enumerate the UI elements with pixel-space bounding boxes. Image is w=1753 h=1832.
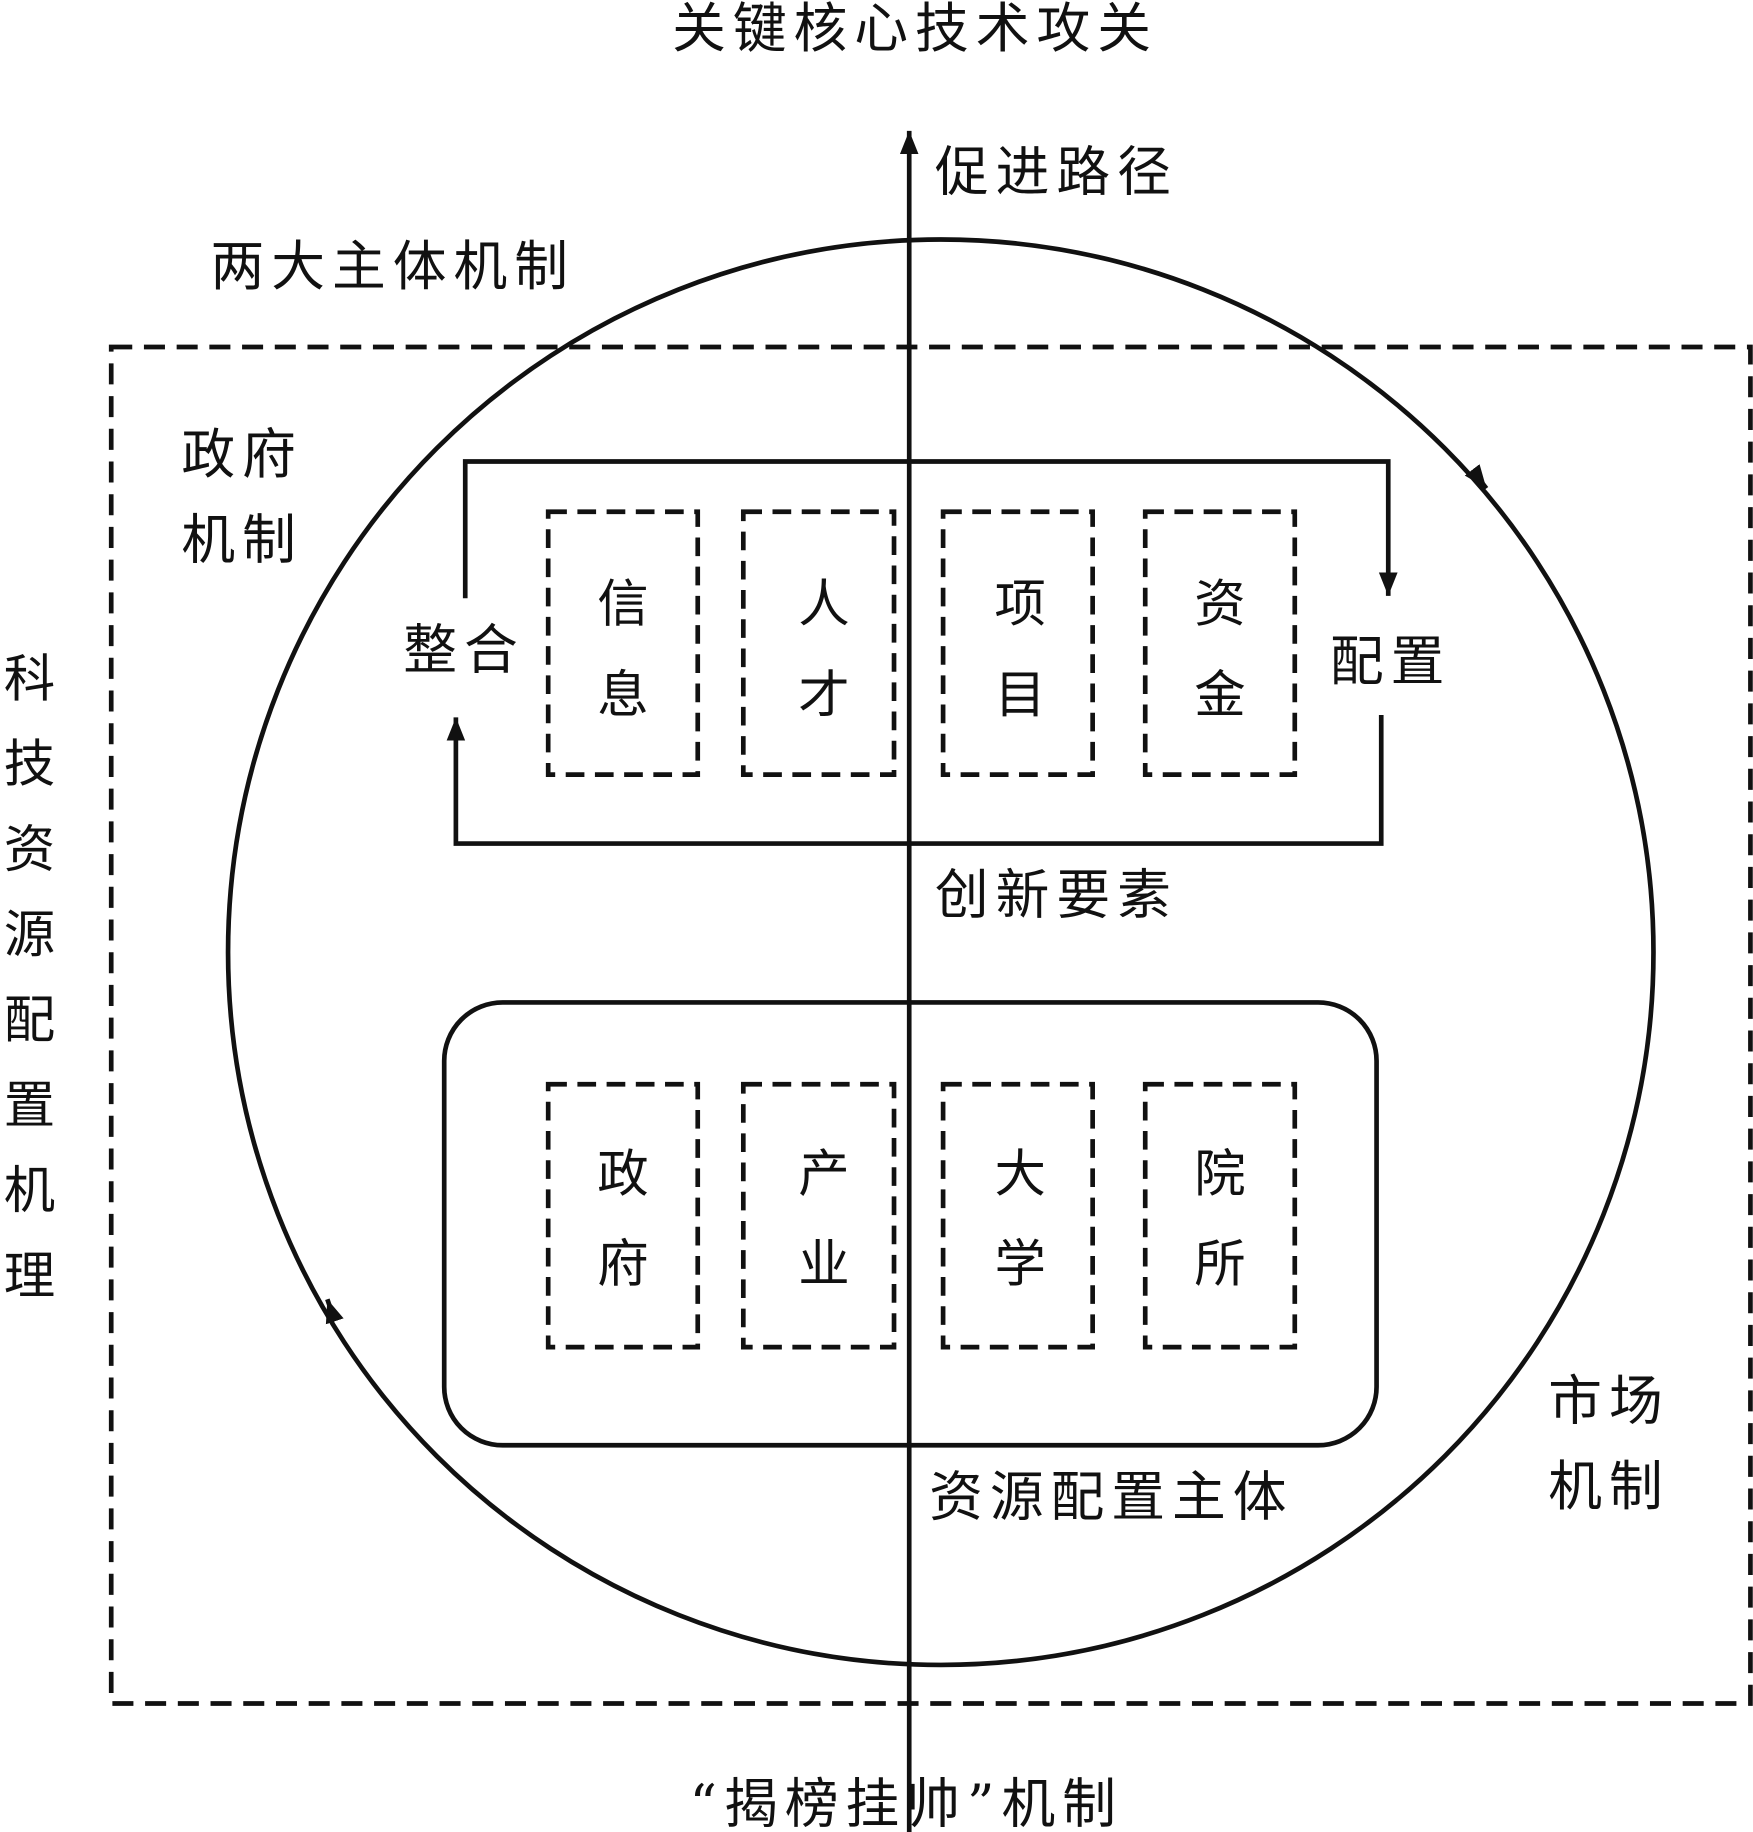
market-mechanism-line1: 市场 — [1548, 1370, 1669, 1433]
left-char: 置 — [4, 1076, 55, 1136]
allocation-subjects — [545, 1081, 1298, 1350]
element-char: 目 — [995, 666, 1046, 726]
allocate-flow-arrow — [462, 459, 1398, 599]
subject-char: 大 — [995, 1145, 1046, 1205]
left-char: 资 — [4, 820, 55, 880]
left-vertical-label: 科 技 资 源 配 置 机 理 — [4, 649, 55, 1306]
left-char: 科 — [4, 649, 55, 709]
circle-arrow-icon — [325, 1298, 344, 1325]
left-char: 理 — [4, 1246, 55, 1306]
two-mechanisms-label: 两大主体机制 — [211, 235, 575, 298]
subject-box-industry — [740, 1081, 897, 1350]
subjects-container — [441, 1000, 1379, 1448]
subjects-label: 资源配置主体 — [929, 1465, 1293, 1528]
gov-mechanism-line1: 政府 — [181, 423, 302, 486]
subject-char: 院 — [1194, 1145, 1245, 1205]
axis-label: 促进路径 — [935, 140, 1178, 203]
subject-char: 政 — [597, 1145, 648, 1205]
subject-char: 所 — [1194, 1235, 1245, 1295]
innovation-elements-label: 创新要素 — [935, 864, 1178, 927]
element-box-capital — [1142, 509, 1298, 777]
element-char: 信 — [597, 575, 648, 635]
subject-box-institute — [1142, 1081, 1298, 1350]
bottom-label: “揭榜挂帅”机制 — [690, 1773, 1123, 1832]
element-char: 息 — [597, 666, 648, 726]
element-char: 金 — [1194, 666, 1245, 726]
innovation-elements — [545, 509, 1298, 777]
outer-dashed-frame — [108, 344, 1753, 1706]
subject-char: 学 — [995, 1235, 1046, 1295]
left-char: 配 — [4, 991, 55, 1051]
integrate-flow-arrow — [446, 715, 1384, 846]
element-box-talent — [740, 509, 897, 777]
element-box-project — [940, 509, 1095, 777]
left-char: 源 — [4, 905, 55, 965]
left-char: 机 — [4, 1161, 55, 1221]
left-char: 技 — [4, 735, 55, 795]
circle-arrow-icon — [1464, 464, 1489, 490]
mechanism-circle — [225, 237, 1656, 1668]
allocate-label: 配置 — [1330, 630, 1451, 693]
integrate-label: 整合 — [403, 618, 525, 681]
subject-box-government — [545, 1081, 701, 1350]
subject-char: 产 — [798, 1145, 849, 1205]
subject-char: 业 — [798, 1235, 849, 1295]
gov-mechanism-line2: 机制 — [181, 508, 302, 571]
element-char: 才 — [798, 666, 849, 726]
element-char: 项 — [995, 575, 1046, 635]
element-char: 资 — [1194, 575, 1245, 635]
title: 关键核心技术攻关 — [672, 0, 1158, 60]
subject-box-university — [940, 1081, 1095, 1350]
element-box-info — [545, 509, 701, 777]
subject-char: 府 — [597, 1235, 648, 1295]
element-char: 人 — [798, 575, 849, 635]
market-mechanism-line2: 机制 — [1548, 1455, 1669, 1518]
